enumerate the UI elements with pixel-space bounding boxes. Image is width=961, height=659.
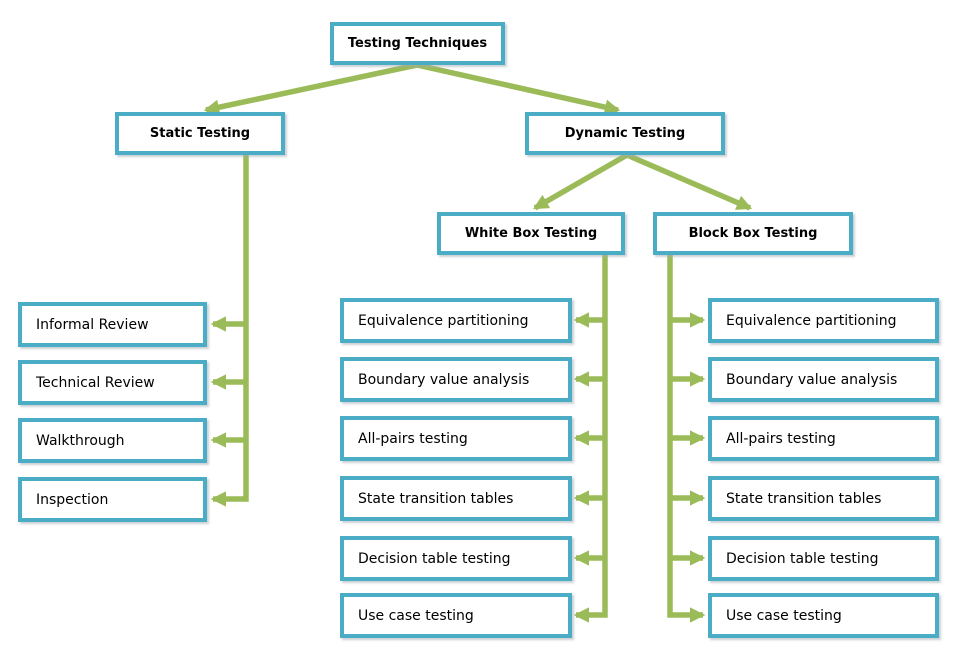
- edge-root-to-dynamic: [416, 62, 621, 115]
- edge-root-to-static: [203, 62, 418, 115]
- node-label: All-pairs testing: [358, 430, 468, 447]
- node-walkthrough: Walkthrough: [18, 418, 207, 463]
- node-block-boundary-value-analysis: Boundary value analysis: [708, 357, 939, 402]
- node-label: Informal Review: [36, 316, 149, 333]
- node-label: State transition tables: [726, 490, 882, 507]
- node-white-decision-table-testing: Decision table testing: [340, 536, 572, 581]
- node-label: State transition tables: [358, 490, 514, 507]
- node-label: Equivalence partitioning: [358, 312, 529, 329]
- node-label: White Box Testing: [464, 226, 598, 241]
- node-white-box-testing: White Box Testing: [437, 212, 625, 255]
- node-inspection: Inspection: [18, 477, 207, 522]
- node-white-equivalence-partitioning: Equivalence partitioning: [340, 298, 572, 343]
- node-label: Walkthrough: [36, 432, 125, 449]
- node-block-state-transition-tables: State transition tables: [708, 476, 939, 521]
- node-label: Use case testing: [358, 607, 474, 624]
- node-block-box-testing: Block Box Testing: [653, 212, 853, 255]
- node-static-testing: Static Testing: [115, 112, 285, 155]
- node-label: All-pairs testing: [726, 430, 836, 447]
- edge-white-box-trunk: [573, 255, 608, 623]
- edge-dynamic-to-block-box: [625, 152, 753, 211]
- node-block-equivalence-partitioning: Equivalence partitioning: [708, 298, 939, 343]
- node-label: Decision table testing: [358, 550, 511, 567]
- node-label: Inspection: [36, 491, 109, 508]
- node-label: Equivalence partitioning: [726, 312, 897, 329]
- node-block-use-case-testing: Use case testing: [708, 593, 939, 638]
- edge-dynamic-to-white-box: [532, 152, 629, 211]
- node-block-all-pairs-testing: All-pairs testing: [708, 416, 939, 461]
- node-label: Technical Review: [36, 374, 155, 391]
- node-white-all-pairs-testing: All-pairs testing: [340, 416, 572, 461]
- node-white-use-case-testing: Use case testing: [340, 593, 572, 638]
- node-label: Boundary value analysis: [358, 371, 530, 388]
- edge-block-box-trunk: [667, 255, 706, 623]
- node-white-state-transition-tables: State transition tables: [340, 476, 572, 521]
- node-label: Testing Techniques: [347, 36, 488, 51]
- node-white-boundary-value-analysis: Boundary value analysis: [340, 357, 572, 402]
- node-label: Use case testing: [726, 607, 842, 624]
- node-label: Static Testing: [149, 126, 251, 141]
- node-technical-review: Technical Review: [18, 360, 207, 405]
- node-block-decision-table-testing: Decision table testing: [708, 536, 939, 581]
- node-testing-techniques: Testing Techniques: [330, 22, 505, 65]
- edge-static-trunk: [210, 155, 249, 507]
- node-dynamic-testing: Dynamic Testing: [525, 112, 725, 155]
- node-informal-review: Informal Review: [18, 302, 207, 347]
- node-label: Dynamic Testing: [564, 126, 686, 141]
- node-label: Decision table testing: [726, 550, 879, 567]
- node-label: Block Box Testing: [688, 226, 818, 241]
- node-label: Boundary value analysis: [726, 371, 898, 388]
